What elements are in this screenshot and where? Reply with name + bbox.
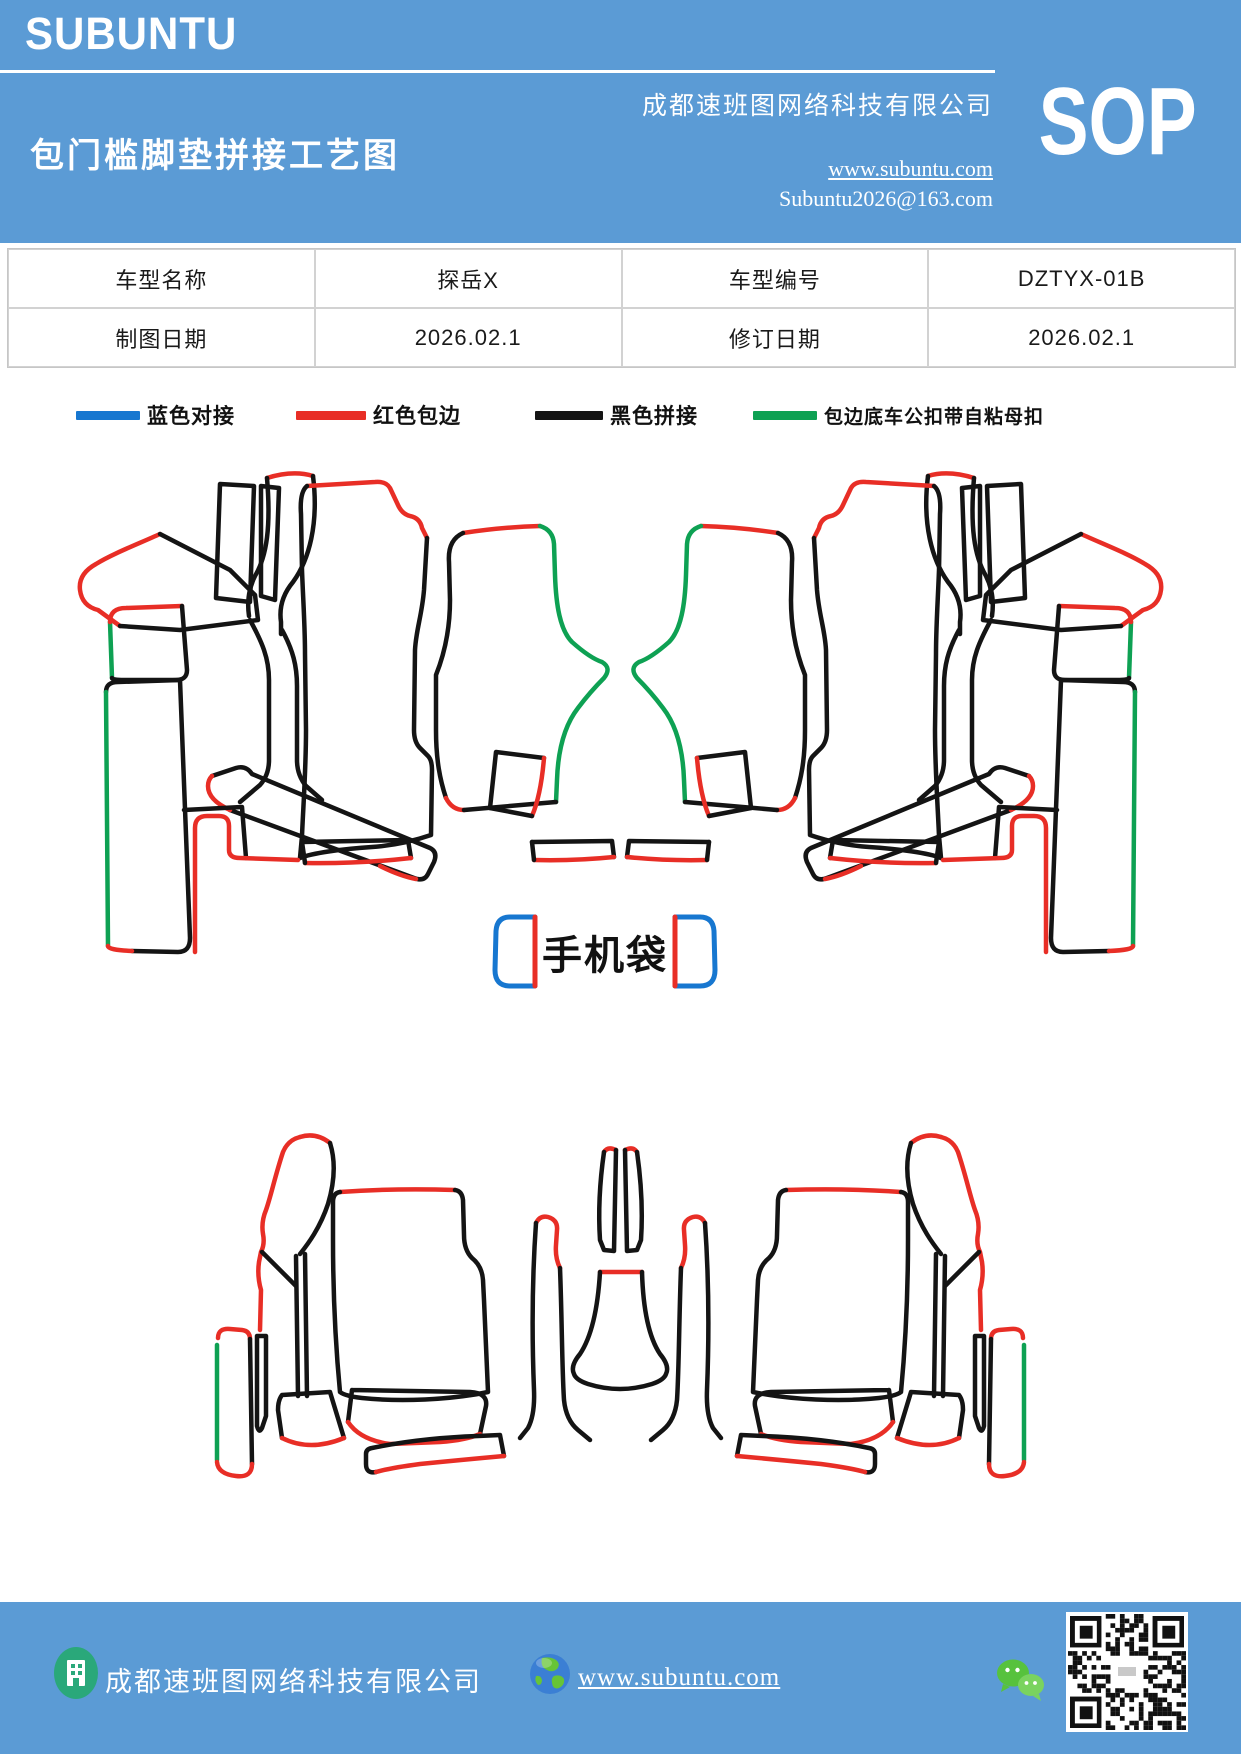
- legend-label-blue: 蓝色对接: [147, 405, 235, 428]
- header-contact-block: 成都速班图网络科技有限公司 www.subuntu.com Subuntu202…: [642, 86, 993, 212]
- legend-label-black: 黑色拼接: [610, 405, 698, 428]
- page-title: 包门槛脚垫拼接工艺图: [30, 137, 400, 175]
- header-divider: [0, 70, 995, 73]
- table-value-revise-date: 2026.02.1: [928, 308, 1235, 367]
- table-label-draw-date: 制图日期: [8, 308, 315, 367]
- red-line-swatch: [296, 410, 366, 420]
- phone-bag-right-bracket: [672, 914, 718, 989]
- footer: 成都速班图网络科技有限公司 www.subuntu.com: [0, 1602, 1241, 1754]
- rear-mat-diagram: [214, 1040, 1241, 1480]
- header: SUBUNTU 包门槛脚垫拼接工艺图 成都速班图网络科技有限公司 www.sub…: [0, 0, 1241, 243]
- qr-code: [1066, 1612, 1188, 1732]
- phone-bag-label: 手机袋: [542, 934, 668, 978]
- footer-company-name: 成都速班图网络科技有限公司: [105, 1667, 482, 1697]
- table-label-model-name: 车型名称: [8, 249, 315, 308]
- legend-item-green: 包边底车公扣带自粘母扣: [753, 402, 1044, 428]
- legend-item-black: 黑色拼接: [535, 402, 698, 428]
- wechat-icon: [997, 1659, 1044, 1701]
- sop-label: SOP: [1038, 68, 1197, 175]
- brand-logo: SUBUNTU: [25, 8, 238, 59]
- legend-label-red: 红色包边: [373, 405, 461, 428]
- phone-bag-left-bracket: [492, 914, 538, 989]
- header-company-name: 成都速班图网络科技有限公司: [641, 93, 993, 120]
- building-icon: [54, 1647, 98, 1699]
- legend-item-blue: 蓝色对接: [76, 402, 235, 428]
- table-value-draw-date: 2026.02.1: [314, 308, 622, 367]
- blue-line-swatch: [76, 410, 140, 420]
- header-website-link[interactable]: www.subuntu.com: [828, 156, 993, 181]
- phone-bag-label-group: 手机袋: [492, 912, 718, 992]
- legend-label-green: 包边底车公扣带自粘母扣: [824, 406, 1045, 428]
- legend-item-red: 红色包边: [296, 402, 461, 428]
- black-line-swatch: [535, 410, 603, 420]
- green-line-swatch: [753, 410, 817, 420]
- header-email: Subuntu2026@163.com: [779, 186, 993, 211]
- footer-website-link[interactable]: www.subuntu.com: [578, 1664, 781, 1691]
- table-value-model-code: DZTYX-01B: [928, 249, 1235, 308]
- globe-icon: [530, 1654, 570, 1694]
- info-table: 车型名称 探岳X 车型编号 DZTYX-01B 制图日期 2026.02.1 修…: [7, 248, 1236, 368]
- table-label-model-code: 车型编号: [621, 249, 929, 308]
- table-value-model-name: 探岳X: [314, 249, 622, 308]
- table-label-revise-date: 修订日期: [621, 308, 929, 367]
- front-mat-diagram: [77, 430, 1241, 955]
